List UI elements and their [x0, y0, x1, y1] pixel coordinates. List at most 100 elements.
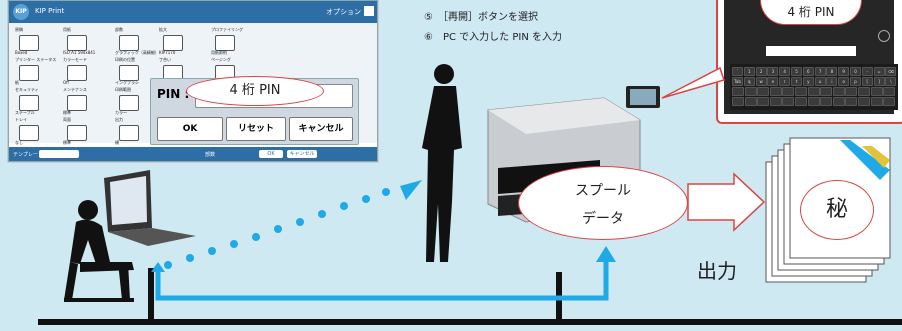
- printed-pages-stack: [765, 137, 891, 283]
- keyboard-key[interactable]: [858, 87, 870, 96]
- keyboard-key[interactable]: `: [732, 67, 743, 76]
- keyboard-key[interactable]: 9: [838, 67, 850, 76]
- setting-icon: [119, 125, 139, 141]
- app-name: KIP Print: [35, 7, 65, 15]
- tablet-pin-input[interactable]: [766, 46, 856, 56]
- keyboard-key[interactable]: 4: [779, 67, 791, 76]
- kip-title-bar: KIP KIP Print オプション: [9, 1, 377, 23]
- keyboard-key[interactable]: [807, 97, 820, 106]
- setting-icon: [67, 65, 87, 81]
- keyboard-key[interactable]: 8: [826, 67, 838, 76]
- keyboard-key[interactable]: [732, 87, 744, 96]
- setting-item[interactable]: 横: [115, 123, 143, 145]
- keyboard-key[interactable]: [795, 87, 807, 96]
- keyboard-key[interactable]: =: [873, 67, 885, 76]
- pin-ok-button[interactable]: OK: [157, 117, 223, 141]
- keyboard-key[interactable]: 7: [814, 67, 826, 76]
- section-header: トレイ: [15, 117, 27, 122]
- setting-item[interactable]: KIP7170: [159, 33, 187, 55]
- section-header: 部数: [115, 27, 123, 32]
- keyboard-key[interactable]: [744, 87, 757, 96]
- keyboard-key[interactable]: 6: [802, 67, 814, 76]
- keyboard-key[interactable]: q: [743, 77, 755, 86]
- seated-person-icon: [64, 200, 134, 302]
- keyboard-key[interactable]: [782, 87, 795, 96]
- keyboard-key[interactable]: [883, 97, 896, 106]
- keyboard-key[interactable]: e: [767, 77, 779, 86]
- section-header: 両面: [63, 117, 71, 122]
- keyboard-key[interactable]: [870, 97, 883, 106]
- keyboard-key[interactable]: y: [802, 77, 814, 86]
- setting-item[interactable]: 標準: [63, 93, 91, 115]
- keyboard-key[interactable]: 3: [767, 67, 779, 76]
- keyboard-key[interactable]: u: [814, 77, 826, 86]
- keyboard-key[interactable]: i: [826, 77, 838, 86]
- keyboard-key[interactable]: 0: [850, 67, 861, 76]
- keyboard-key[interactable]: [782, 97, 795, 106]
- setting-icon: [67, 95, 87, 111]
- setting-item[interactable]: Off: [63, 63, 91, 85]
- keyboard-key[interactable]: [769, 97, 782, 106]
- setting-item[interactable]: 用紙節約: [211, 33, 239, 55]
- keyboard-key[interactable]: \: [885, 77, 897, 86]
- keyboard-key[interactable]: t: [791, 77, 802, 86]
- keyboard-key[interactable]: ]: [873, 77, 885, 86]
- setting-item[interactable]: ISO A1 594x841: [63, 33, 95, 55]
- keyboard-key[interactable]: 5: [791, 67, 802, 76]
- keyboard-key[interactable]: w: [755, 77, 767, 86]
- keyboard-key[interactable]: [832, 87, 845, 96]
- setting-item[interactable]: カラー: [115, 93, 143, 115]
- keyboard-key[interactable]: [732, 97, 744, 106]
- keyboard-key[interactable]: [820, 97, 833, 106]
- keyboard-key[interactable]: [807, 87, 820, 96]
- setting-caption: Off: [63, 80, 69, 85]
- keyboard-key[interactable]: [757, 87, 770, 96]
- keyboard-key[interactable]: [757, 97, 770, 106]
- keyboard-key[interactable]: [: [861, 77, 873, 86]
- setting-caption: ステープル: [15, 110, 35, 115]
- keyboard-key[interactable]: [769, 87, 782, 96]
- setting-item[interactable]: グラフィック（高精細）: [115, 33, 159, 55]
- section-header: セキュリティ: [15, 87, 39, 92]
- keyboard-key[interactable]: [883, 87, 896, 96]
- setting-caption: グラフィック（高精細）: [115, 50, 159, 55]
- setting-item[interactable]: 標準: [63, 123, 91, 145]
- setting-item[interactable]: 紙: [15, 63, 43, 85]
- dotted-arrow: [164, 180, 422, 269]
- keyboard-key[interactable]: [744, 97, 757, 106]
- blue-connector: [155, 258, 609, 301]
- keyboard-key[interactable]: [845, 97, 858, 106]
- keyboard-key[interactable]: Tab: [732, 77, 743, 86]
- keyboard-key[interactable]: [858, 97, 870, 106]
- section-header: 出力: [115, 117, 123, 122]
- keyboard-key[interactable]: [795, 97, 807, 106]
- setting-item[interactable]: ステープル: [15, 93, 43, 115]
- setting-caption: 標準: [63, 110, 71, 115]
- options-button[interactable]: [364, 6, 374, 16]
- keyboard-key[interactable]: -: [861, 67, 873, 76]
- section-header: 印刷の位置: [115, 57, 135, 62]
- kip-cancel-button[interactable]: キャンセル: [287, 150, 317, 158]
- pin-cancel-button[interactable]: キャンセル: [289, 117, 353, 141]
- setting-item[interactable]: Boxed: [15, 33, 43, 55]
- keyboard-key[interactable]: ⌫: [885, 67, 897, 76]
- pin-reset-button[interactable]: リセット: [226, 117, 286, 141]
- keyboard-key[interactable]: p: [850, 77, 861, 86]
- keyboard-key[interactable]: [832, 97, 845, 106]
- setting-caption: 用紙節約: [211, 50, 227, 55]
- keyboard-key[interactable]: 1: [743, 67, 755, 76]
- keyboard-key[interactable]: o: [838, 77, 850, 86]
- keyboard-key[interactable]: 2: [755, 67, 767, 76]
- setting-item[interactable]: インクブラシ: [115, 63, 143, 85]
- tablet-play-icon[interactable]: [878, 30, 890, 42]
- setting-icon: [67, 125, 87, 141]
- keyboard-key[interactable]: [845, 87, 858, 96]
- template-select[interactable]: [39, 150, 79, 158]
- kip-ok-button[interactable]: OK: [259, 150, 283, 158]
- setting-item[interactable]: なし: [15, 123, 43, 145]
- keyboard-key[interactable]: r: [779, 77, 791, 86]
- keyboard-key[interactable]: [820, 87, 833, 96]
- keyboard-key[interactable]: [870, 87, 883, 96]
